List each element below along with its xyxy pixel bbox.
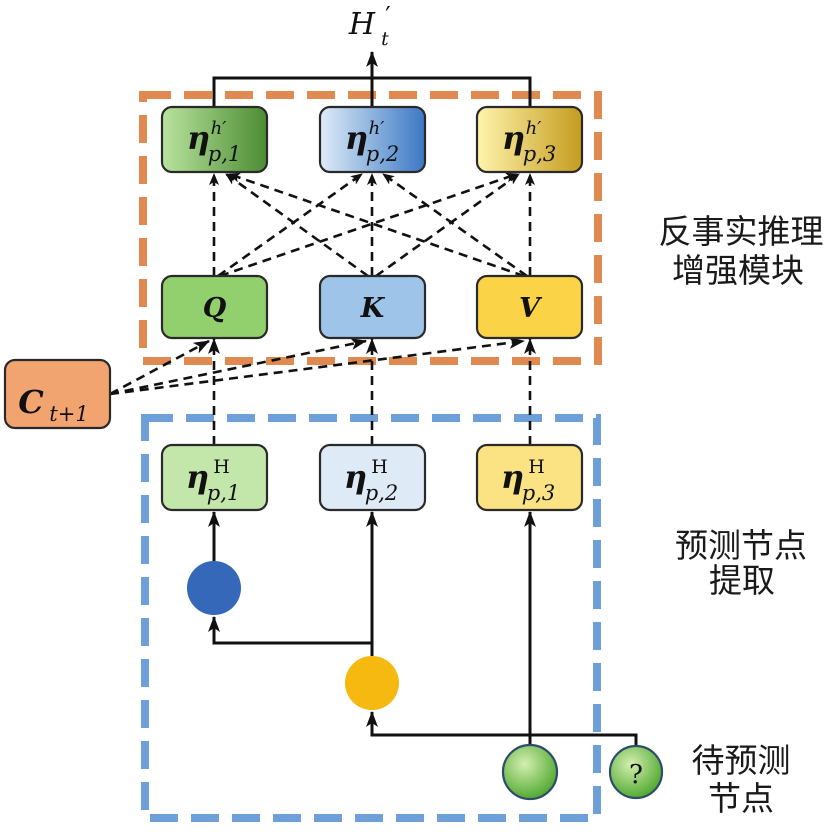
arrow-c-to-v (109, 336, 525, 396)
green-node[interactable] (501, 743, 559, 801)
output-3-base: η (502, 119, 525, 157)
output-1-sub: p,1 (208, 142, 241, 166)
attention-module-label-line2: 增强模块 (672, 251, 804, 290)
extraction-module-label-line1: 预测节点 (675, 526, 807, 565)
output-label-sub: t (381, 28, 389, 50)
key-label: K (360, 293, 386, 324)
output-3-sub: p,3 (523, 142, 556, 166)
embedding-box-3[interactable]: η H p,3 (475, 443, 584, 512)
output-label-prime: ′ (385, 2, 390, 30)
output-3-sup: h′ (526, 118, 542, 139)
output-label: H ′ t (348, 2, 391, 50)
embedding-1-sup: H (213, 456, 230, 478)
output-1-base: η (187, 119, 210, 157)
arrow-v-to-out2 (382, 172, 528, 278)
embedding-2-sup: H (371, 456, 388, 478)
embedding-2-sub: p,2 (365, 481, 398, 505)
output-box-1[interactable]: η h′ p,1 (160, 105, 269, 174)
predict-node-label-line1: 待预测 (692, 741, 791, 780)
branch-to-yellow-node (366, 711, 638, 746)
embedding-3-base: η (501, 458, 524, 496)
query-label: Q (203, 293, 227, 324)
attention-arrows (209, 172, 535, 278)
attention-module-label-line1: 反事实推理 (659, 212, 824, 251)
arrow-q-to-out3 (219, 172, 518, 278)
extraction-module-label-line2: 提取 (709, 561, 775, 600)
query-box[interactable]: Q (160, 274, 269, 340)
arrow-k-to-out3 (375, 172, 520, 278)
branch-to-blue-node (208, 616, 372, 645)
arrow-c-to-q (109, 339, 210, 396)
counterfactual-base: C (18, 383, 44, 421)
unknown-symbol: ? (629, 760, 643, 790)
value-label: V (519, 293, 543, 324)
output-label-base: H (348, 7, 376, 42)
key-box[interactable]: K (318, 274, 427, 340)
output-2-sup: h′ (369, 118, 385, 139)
output-box-3[interactable]: η h′ p,3 (475, 105, 584, 174)
predict-node[interactable]: ? (608, 744, 664, 800)
value-box[interactable]: V (475, 274, 584, 340)
counterfactual-sub: t+1 (49, 402, 88, 426)
output-1-sup: h′ (211, 118, 227, 139)
arrow-v-to-out1 (228, 172, 525, 278)
embedding-1-sub: p,1 (207, 481, 240, 505)
embedding-3-sup: H (528, 456, 545, 478)
arrow-k-to-out1 (225, 172, 369, 278)
yellow-node[interactable] (345, 656, 399, 710)
extraction-module-frame (141, 414, 601, 822)
arrow-c-to-k (109, 338, 367, 396)
output-box-2[interactable]: η h′ p,2 (318, 105, 427, 174)
arrow-q-to-out2 (217, 172, 363, 278)
embedding-2-base: η (344, 458, 367, 496)
output-2-sub: p,2 (366, 142, 399, 166)
output-2-base: η (345, 119, 368, 157)
embedding-1-base: η (186, 458, 209, 496)
embedding-3-sub: p,3 (522, 481, 555, 505)
embedding-box-1[interactable]: η H p,1 (160, 443, 269, 512)
predict-node-label-line2: 节点 (708, 779, 774, 818)
blue-node[interactable] (187, 561, 241, 615)
counterfactual-input-box[interactable]: C t+1 (3, 358, 112, 430)
embedding-box-2[interactable]: η H p,2 (318, 443, 427, 512)
